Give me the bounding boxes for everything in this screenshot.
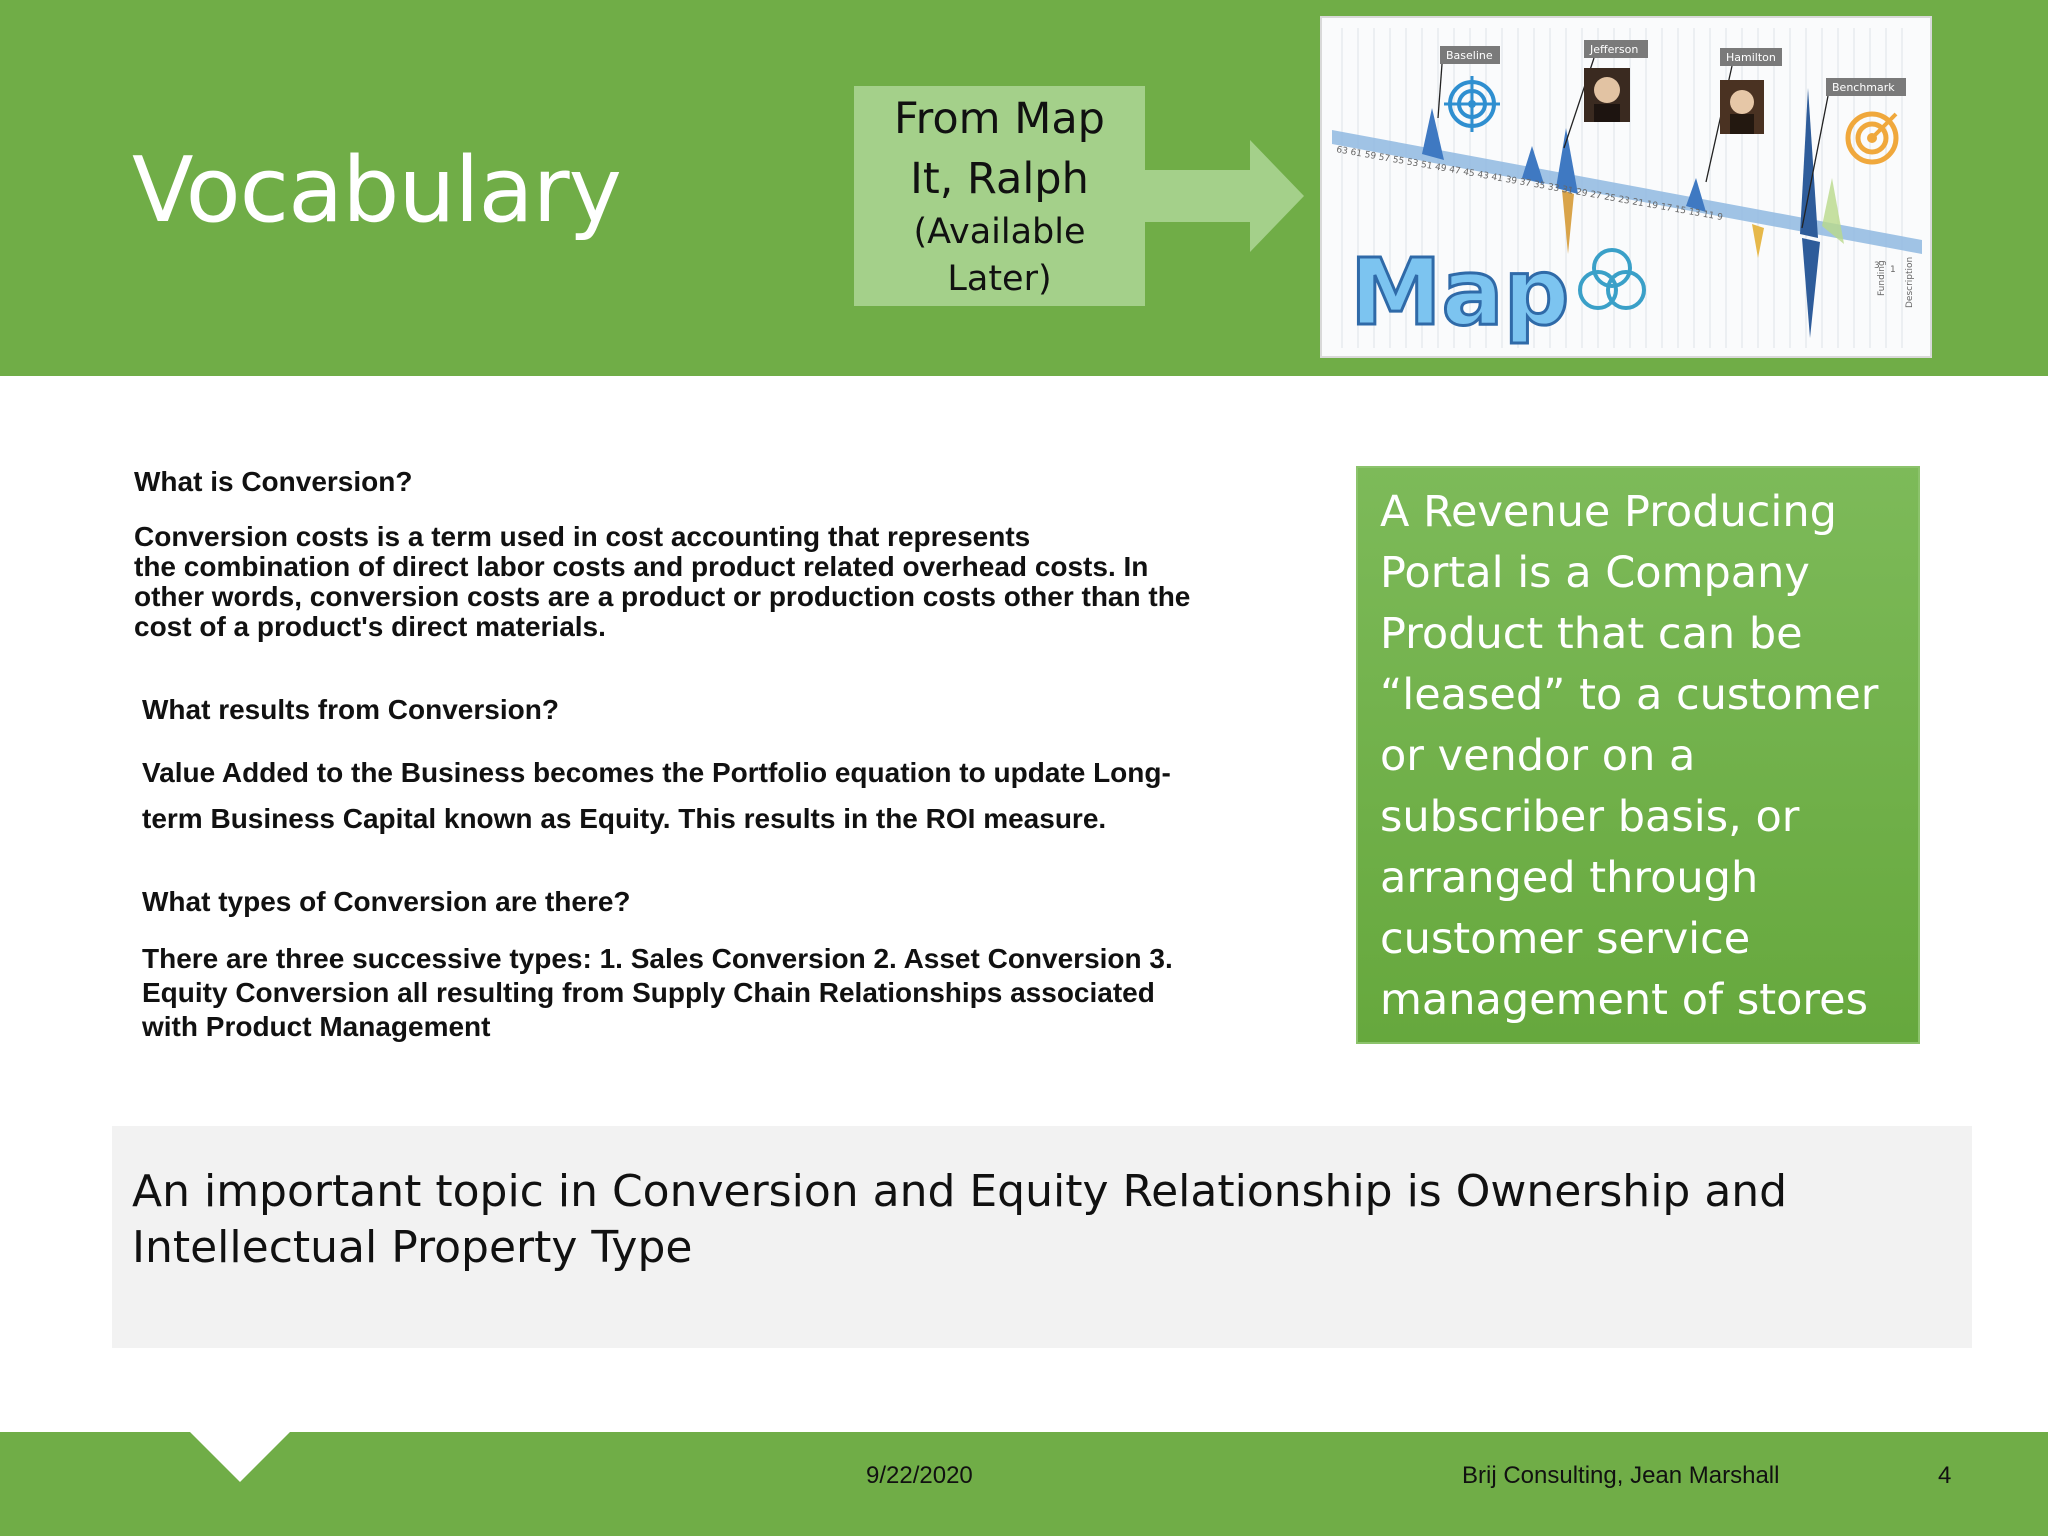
answer-what-types: There are three successive types: 1. Sal…: [142, 942, 1242, 1044]
map-side-label-funding: Funding: [1877, 260, 1887, 296]
map-big-label: Map: [1350, 239, 1570, 346]
panel-line: Product that can be: [1380, 609, 1803, 659]
map-tag-jefferson: Jefferson: [1589, 43, 1638, 56]
map-tag-hamilton: Hamilton: [1726, 51, 1776, 64]
answer-line: There are three successive types: 1. Sal…: [142, 943, 1173, 974]
map-axis-small-3: 3: [1874, 261, 1880, 271]
callout-text: An important topic in Conversion and Equ…: [132, 1164, 1892, 1276]
footer-notch-decoration: [190, 1432, 290, 1482]
map-side-label-description: Description: [1905, 257, 1915, 308]
footer-date: 9/22/2020: [866, 1462, 973, 1489]
question-what-types: What types of Conversion are there?: [142, 886, 631, 917]
map-it-ralph-image: 63 61 59 57 55 53 51 49 47 45 43 41 39 3…: [1320, 16, 1932, 358]
from-box-line1: From Map: [894, 94, 1105, 144]
jefferson-portrait-image: [1584, 68, 1630, 122]
from-box-line2: It, Ralph: [910, 154, 1089, 204]
callout-line: Intellectual Property Type: [132, 1222, 693, 1273]
map-axis-small-1: 1: [1890, 265, 1896, 275]
map-tag-baseline: Baseline: [1446, 49, 1493, 62]
answer-line: Conversion costs is a term used in cost …: [134, 521, 1031, 552]
footer-author: Brij Consulting, Jean Marshall: [1462, 1462, 1780, 1489]
answer-what-results: Value Added to the Business becomes the …: [142, 750, 1242, 842]
slide-header: Vocabulary From Map It, Ralph (Available…: [0, 0, 2048, 376]
question-what-results: What results from Conversion?: [142, 694, 559, 725]
panel-line: Portal is a Company: [1380, 548, 1810, 598]
answer-what-is-conversion: Conversion costs is a term used in cost …: [134, 522, 1234, 642]
question-what-is-conversion: What is Conversion?: [134, 466, 413, 497]
answer-line: Equity Conversion all resulting from Sup…: [142, 977, 1155, 1008]
from-map-it-ralph-box: From Map It, Ralph (Available Later): [854, 86, 1145, 306]
panel-line: or vendor on a: [1380, 731, 1696, 781]
definition-conversion: What is Conversion? Conversion costs is …: [134, 466, 1234, 642]
benchmark-target-icon: [1845, 111, 1899, 165]
hamilton-portrait-image: [1720, 80, 1764, 134]
answer-line: term Business Capital known as Equity. T…: [142, 803, 1107, 834]
panel-line: subscriber basis, or: [1380, 792, 1800, 842]
interlocking-rings-icon: [1578, 248, 1646, 310]
answer-line: other words, conversion costs are a prod…: [134, 581, 1191, 612]
panel-line: A Revenue Producing: [1380, 487, 1837, 537]
ownership-callout: An important topic in Conversion and Equ…: [112, 1126, 1972, 1348]
answer-line: the combination of direct labor costs an…: [134, 551, 1149, 582]
map-tag-benchmark: Benchmark: [1832, 81, 1895, 94]
definition-conversion-results: What results from Conversion? Value Adde…: [142, 694, 1242, 842]
revenue-portal-definition-panel: A Revenue Producing Portal is a Company …: [1356, 466, 1920, 1044]
panel-line: “leased” to a customer: [1380, 670, 1879, 720]
target-icon: [1444, 76, 1500, 132]
answer-line: cost of a product's direct materials.: [134, 611, 606, 642]
panel-line: arranged through: [1380, 853, 1759, 903]
slide-footer: 9/22/2020 Brij Consulting, Jean Marshall…: [0, 1432, 2048, 1536]
answer-line: Value Added to the Business becomes the …: [142, 757, 1171, 788]
definition-conversion-types: What types of Conversion are there? Ther…: [142, 886, 1242, 1044]
right-arrow-icon: [1140, 140, 1304, 252]
footer-page-number: 4: [1938, 1462, 1952, 1489]
callout-line: An important topic in Conversion and Equ…: [132, 1166, 1788, 1217]
answer-line: with Product Management: [142, 1011, 491, 1042]
from-box-line4: Later): [947, 259, 1052, 299]
slide-title: Vocabulary: [132, 138, 622, 243]
panel-line: customer service: [1380, 914, 1751, 964]
panel-line: management of stores: [1380, 975, 1868, 1025]
map-chart-graphic: 63 61 59 57 55 53 51 49 47 45 43 41 39 3…: [1322, 18, 1930, 356]
from-box-line3: (Available: [913, 212, 1086, 252]
